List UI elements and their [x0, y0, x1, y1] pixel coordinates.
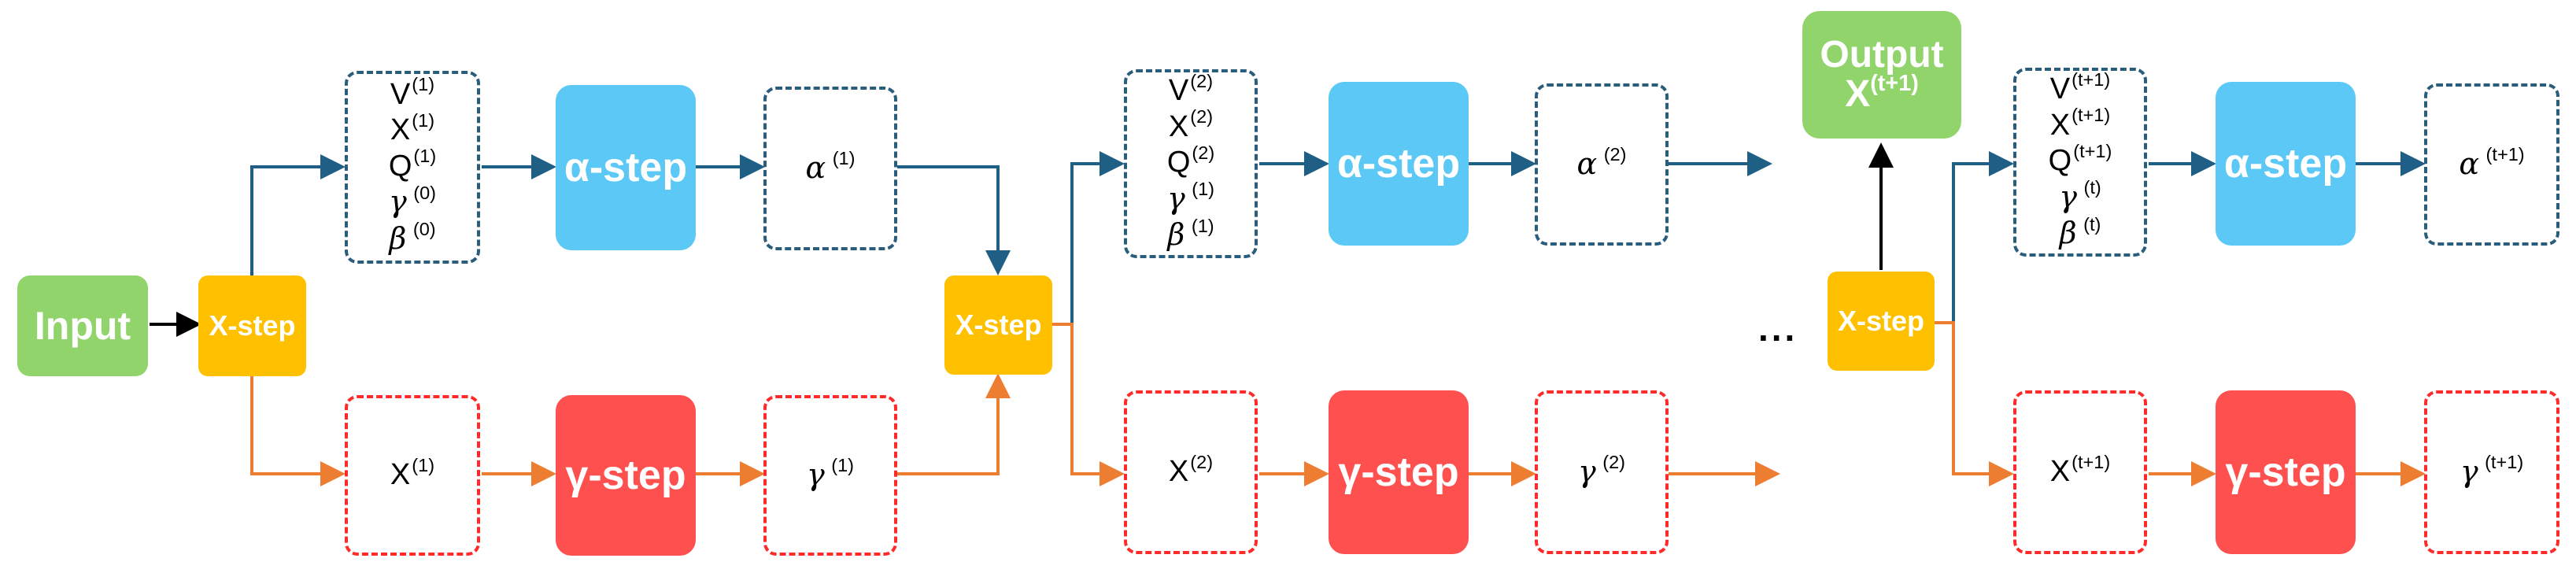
- stage2-gamma-box: γ (2): [1535, 390, 1669, 554]
- arrow-xstep3-to-vars3: [1935, 151, 2014, 324]
- stage1-var-beta: β (0): [389, 219, 436, 256]
- alpha-step-label: α-step: [2223, 141, 2348, 187]
- stage3-x-box: X(t+1): [2013, 390, 2147, 554]
- alpha-step-node-2: α-step: [1329, 82, 1469, 246]
- alpha-step-label: α-step: [564, 145, 688, 190]
- stage2-alpha-box: α (2): [1535, 83, 1669, 246]
- x-step-label: X-step: [209, 309, 296, 342]
- arrow-xstep2-to-x2: [1052, 323, 1125, 486]
- stage1-var-gamma: γ (0): [388, 182, 437, 220]
- arrow-xstep1-to-vars1: [250, 154, 346, 279]
- stage2-alpha: α (2): [1576, 144, 1627, 181]
- x-step-label: X-step: [1837, 305, 1925, 337]
- stage3-var-x: X(t+1): [2049, 105, 2111, 142]
- arrow-xstep1-to-x1: [250, 376, 346, 486]
- arrow-xstep3-to-x3: [1935, 321, 2014, 486]
- stage3-var-q: Q(t+1): [2048, 140, 2112, 178]
- ellipsis: ...: [1758, 308, 1798, 349]
- stage1-x: X(1): [390, 454, 435, 492]
- gamma-step-node-2: γ-step: [1329, 390, 1469, 554]
- stage2-x-box: X(2): [1124, 390, 1258, 554]
- stage1-gamma: γ (1): [806, 455, 855, 492]
- input-label: Input: [34, 304, 131, 348]
- stage1-var-q: Q(1): [388, 146, 437, 183]
- stage2-variables-box: V(2) X(2) Q(2) γ (1) β (1): [1124, 69, 1258, 258]
- stage3-x: X(t+1): [2049, 451, 2111, 489]
- stage2-var-beta: β (1): [1167, 215, 1214, 253]
- stage2-var-x: X(2): [1168, 106, 1214, 143]
- stage3-var-v: V(t+1): [2049, 68, 2111, 106]
- stage1-alpha-box: α (1): [763, 87, 897, 250]
- alpha-step-node-3: α-step: [2216, 82, 2356, 246]
- gamma-step-label: γ-step: [565, 453, 686, 498]
- stage3-alpha: α (t+1): [2459, 144, 2525, 181]
- gamma-step-node-1: γ-step: [556, 395, 696, 556]
- stage2-x: X(2): [1168, 451, 1214, 489]
- stage1-variables-box: V(1) X(1) Q(1) γ (0) β (0): [345, 71, 480, 264]
- stage3-gamma: γ (t+1): [2460, 452, 2524, 489]
- stage3-var-gamma: γ (t): [2059, 177, 2101, 214]
- stage2-var-q: Q(2): [1166, 142, 1215, 179]
- stage3-alpha-box: α (t+1): [2424, 83, 2559, 246]
- gamma-step-label: γ-step: [2225, 449, 2346, 495]
- arrow-alpha1-to-xstep2: [897, 165, 1011, 275]
- stage2-var-v: V(2): [1168, 70, 1214, 108]
- x-step-node-3: X-step: [1828, 272, 1935, 371]
- stage1-alpha: α (1): [805, 148, 856, 185]
- input-node: Input: [17, 275, 148, 376]
- gamma-step-node-3: γ-step: [2216, 390, 2356, 554]
- stage1-x-box: X(1): [345, 395, 480, 556]
- x-step-node-2: X-step: [944, 275, 1052, 375]
- stage3-gamma-box: γ (t+1): [2424, 390, 2559, 554]
- alpha-step-label: α-step: [1336, 141, 1461, 187]
- output-variable: X(t+1): [1845, 70, 1919, 115]
- stage1-var-v: V(1): [390, 74, 435, 111]
- x-step-label: X-step: [955, 309, 1042, 341]
- stage2-var-gamma: γ (1): [1166, 179, 1215, 216]
- arrow-xstep2-to-vars2: [1052, 151, 1125, 326]
- stage1-gamma-box: γ (1): [763, 395, 897, 556]
- stage1-var-x: X(1): [390, 109, 435, 147]
- stage2-gamma: γ (2): [1577, 452, 1626, 489]
- arrow-gamma1-to-xstep2: [897, 373, 1011, 475]
- output-label: Output: [1820, 33, 1944, 76]
- alpha-step-node-1: α-step: [556, 85, 696, 250]
- x-step-node-1: X-step: [198, 275, 306, 376]
- gamma-step-label: γ-step: [1338, 449, 1459, 495]
- stage3-variables-box: V(t+1) X(t+1) Q(t+1) γ (t) β (t): [2013, 68, 2147, 257]
- stage3-var-beta: β (t): [2059, 213, 2101, 251]
- output-node: Output X(t+1): [1802, 11, 1961, 139]
